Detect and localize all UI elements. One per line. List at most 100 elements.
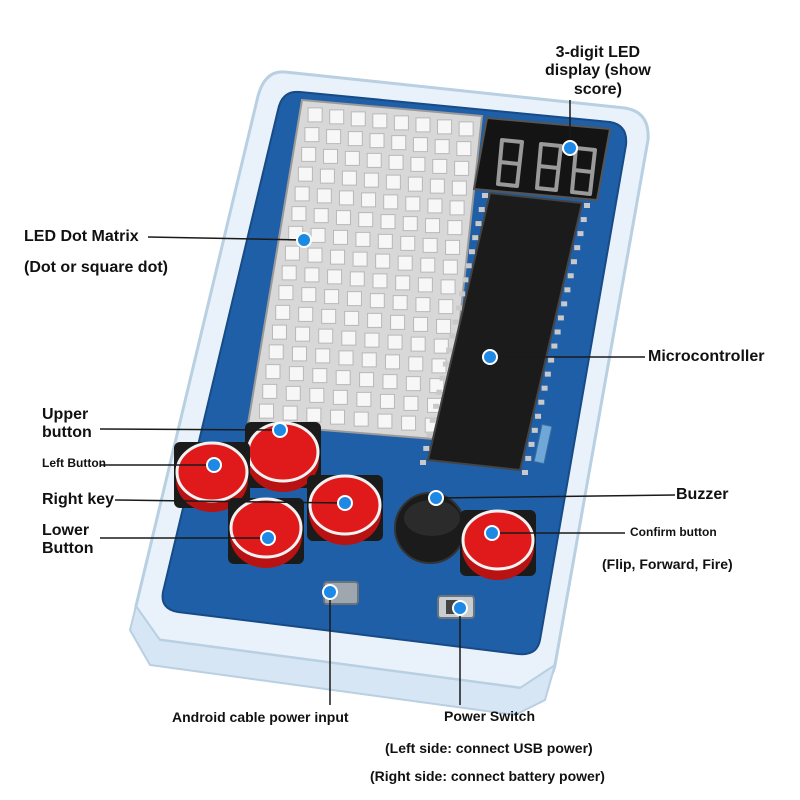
led-dot [436, 318, 452, 334]
marker-upper-button [272, 422, 288, 438]
led-dot [385, 354, 401, 370]
led-dot [271, 324, 287, 340]
led-dot [422, 237, 438, 253]
led-dot [281, 265, 297, 281]
led-dot [347, 131, 363, 147]
chip-pin [574, 245, 581, 251]
label-confirm-sub: (Flip, Forward, Fire) [602, 556, 733, 572]
resistor [533, 423, 553, 465]
led-dot [306, 407, 322, 423]
chip-pin [465, 263, 472, 269]
led-dot [344, 150, 360, 166]
led-dot [402, 216, 418, 232]
led-dot [310, 227, 326, 243]
led-dot [369, 133, 385, 149]
chip-pin [455, 305, 462, 311]
led-dot [456, 141, 472, 157]
microcontroller-chip [426, 191, 584, 472]
chip-pin [531, 427, 538, 433]
label-confirm-button: Confirm button [630, 525, 717, 539]
buttons [174, 421, 536, 580]
marker-led-display [562, 140, 578, 156]
chip-pin [567, 273, 574, 279]
chip-pin [577, 231, 584, 237]
chip-pin [548, 357, 555, 363]
marker-confirm-button [484, 525, 500, 541]
label-led-display-line2: display (show [545, 62, 651, 80]
led-dot [429, 178, 445, 194]
chip-pin [478, 207, 485, 213]
led-dot [387, 334, 403, 350]
label-led-display: 3-digit LED display (show score) [545, 44, 651, 99]
leader-lines [99, 100, 676, 705]
chip-pin [472, 235, 479, 241]
led-dot [427, 198, 443, 214]
chip-pin [449, 333, 456, 339]
led-dot [407, 176, 423, 192]
chip-pin [561, 301, 568, 307]
chip-pin [468, 249, 475, 255]
led-dot [350, 111, 366, 127]
label-lower-button-line1: Lower [42, 522, 90, 539]
chip-pin [551, 343, 558, 349]
chip-pin [426, 431, 433, 437]
led-dot [330, 409, 346, 425]
label-android-input: Android cable power input [172, 709, 349, 725]
callout-markers [206, 140, 578, 616]
chip-pin [446, 347, 453, 353]
led-dot [451, 180, 467, 196]
led-dot [332, 389, 348, 405]
led-dot [358, 212, 374, 228]
led-dot [377, 413, 393, 429]
led-dot [369, 293, 385, 309]
led-dot [329, 109, 345, 125]
chip-pin [429, 417, 436, 423]
led-dot [449, 200, 465, 216]
label-led-display-line3: score) [573, 80, 622, 98]
led-dot [433, 338, 449, 354]
led-dot [313, 208, 329, 224]
label-buzzer: Buzzer [676, 486, 729, 503]
led-dot [363, 172, 379, 188]
led-dot [341, 330, 357, 346]
led-dot [361, 352, 377, 368]
chip-pins [420, 193, 590, 475]
button-lower-cap [229, 497, 303, 559]
led-dot [301, 146, 317, 162]
label-lower-button-line2: Button [42, 540, 94, 558]
led-dot [297, 166, 313, 182]
chip-pin [420, 460, 426, 465]
chip-pin [475, 221, 482, 227]
led-dot [405, 196, 421, 212]
chip-pin [436, 389, 443, 395]
chip-pin [554, 329, 561, 335]
led-dot [275, 304, 291, 320]
button-confirm-cap [461, 509, 535, 571]
chip-pin [535, 413, 542, 419]
label-dot-matrix-sub: (Dot or square dot) [24, 259, 168, 276]
chip-pin [452, 319, 459, 325]
led-dot [361, 192, 377, 208]
led-dot [388, 154, 404, 170]
led-dot [349, 271, 365, 287]
led-dot [367, 312, 383, 328]
led-dot [415, 117, 431, 133]
led-dot [295, 326, 311, 342]
label-upper-button: Upper button [42, 406, 92, 443]
led-dot [408, 356, 424, 372]
chip-pin [442, 361, 449, 367]
chip-pin [525, 455, 532, 461]
led-dot [437, 119, 453, 135]
marker-lower-button [260, 530, 276, 546]
led-dot [301, 287, 317, 303]
led-dot [413, 316, 429, 332]
led-dot [380, 214, 396, 230]
led-dot [265, 364, 281, 380]
led-dot [372, 113, 388, 129]
label-power-left: (Left side: connect USB power) [385, 740, 593, 756]
led-dot [440, 279, 456, 295]
led-dot [420, 257, 436, 273]
led-dot [346, 291, 362, 307]
